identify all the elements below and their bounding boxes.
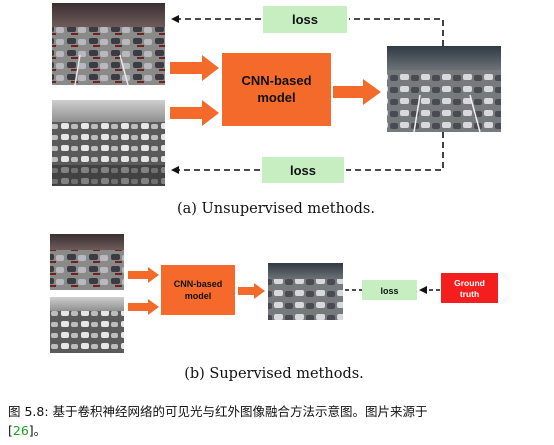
model-to-output-arrow xyxy=(333,79,381,105)
fused-output-image xyxy=(387,46,501,133)
supervised-loss-box xyxy=(362,280,417,300)
reference-close-bracket: ]。 xyxy=(28,423,47,438)
ground-truth-label-line1: Ground xyxy=(454,278,485,288)
visible-input-image xyxy=(52,3,165,86)
visible-to-model-arrow-small xyxy=(128,267,159,283)
supervised-caption: (b) Supervised methods. xyxy=(184,366,364,382)
model-to-output-arrow-small xyxy=(238,283,265,299)
reference-open-bracket: [ xyxy=(8,423,13,438)
top-loss-label: loss xyxy=(292,12,318,27)
cnn-model-label-line2: model xyxy=(257,90,295,105)
infrared-to-model-arrow-small xyxy=(128,299,159,315)
unsupervised-diagram: CNN-based model loss loss (a) Unsupervis… xyxy=(52,3,501,217)
unsupervised-caption: (a) Unsupervised methods. xyxy=(177,201,375,217)
supervised-diagram: CNN-based model loss Ground truth (b) Su… xyxy=(50,234,498,382)
top-loss-feedback-line xyxy=(349,18,444,46)
bottom-loss-feedback-line xyxy=(346,132,444,171)
bottom-loss-label: loss xyxy=(290,163,316,178)
figure-caption: 图 5.8: 基于卷积神经网络的可见光与红外图像融合方法示意图。图片来源于 [26… xyxy=(8,402,548,440)
visible-input-image-small xyxy=(50,234,124,290)
cnn-model-small-label-line1: CNN-based xyxy=(174,279,223,289)
cnn-model-small-label-line2: model xyxy=(185,291,212,301)
supervised-loss-label: loss xyxy=(380,286,398,296)
top-loss-box xyxy=(263,6,347,33)
visible-to-model-arrow xyxy=(170,55,219,81)
fused-output-image-small xyxy=(268,263,343,320)
cnn-model-box-small xyxy=(161,265,235,315)
cnn-model-box xyxy=(222,53,331,126)
ground-truth-box xyxy=(441,273,498,303)
bottom-loss-box xyxy=(262,157,344,183)
cnn-model-label-line1: CNN-based xyxy=(241,73,311,88)
reference-link[interactable]: 26 xyxy=(12,423,29,438)
infrared-input-image-small xyxy=(50,297,124,353)
figure-caption-text: 图 5.8: 基于卷积神经网络的可见光与红外图像融合方法示意图。图片来源于 xyxy=(8,404,428,419)
infrared-to-model-arrow xyxy=(170,100,219,126)
infrared-input-image xyxy=(52,100,165,186)
ground-truth-label-line2: truth xyxy=(460,289,479,299)
